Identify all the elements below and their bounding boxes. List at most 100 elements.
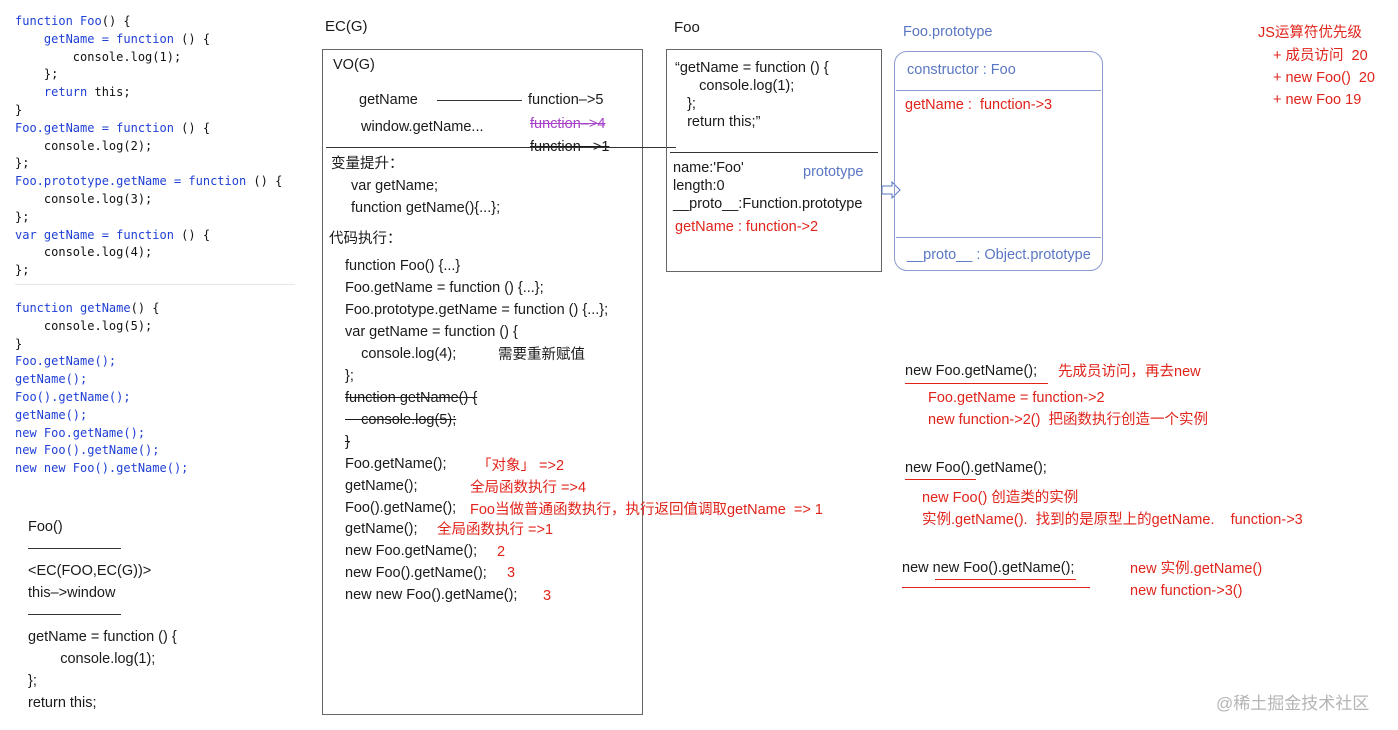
code-line: console.log(1); [15,49,282,67]
code-token: new new [15,461,73,476]
code-line: getName(); [15,371,188,389]
foo-obj-prop-1: length:0 [673,178,725,194]
foo-obj-body-0: “getName = function () { [675,60,829,76]
code-token: () { [130,301,160,315]
code-token: function [15,301,81,315]
code-token: } [15,102,23,117]
ecg-reassign-note: 需要重新赋值 [498,347,585,363]
analysis-2-line-0: new Foo() 创造类的实例 [922,490,1079,506]
code-line: } [15,102,282,120]
code-token: console.log(1); [15,49,182,64]
ecg-call-1: getName(); [345,478,418,494]
code-token: () { [173,120,211,135]
code-line: new new Foo().getName(); [15,460,188,478]
code-line: var getName = function () { [15,227,282,245]
code-divider [15,284,295,285]
code-line: console.log(3); [15,191,282,209]
code-line: return this; [15,84,282,102]
analysis-1-expr: new Foo.getName(); [905,363,1038,379]
code-token: getName(); [15,372,88,387]
ecg-struck-1: console.log(5); [345,412,457,428]
foo-call-body-3: return this; [28,695,97,711]
analysis-1-line-1: new function->2() 把函数执行创造一个实例 [928,412,1208,428]
code-line: new Foo.getName(); [15,425,188,443]
prototype-arrow-icon [871,163,904,204]
code-token: function [116,31,174,46]
code-line: }; [15,209,282,227]
code-line: new Foo().getName(); [15,442,188,460]
ecg-getname-label: getName [359,92,418,108]
foo-obj-body-1: console.log(1); [675,78,795,94]
ecg-struck-2: } [345,434,350,450]
foo-obj-prototype-label: prototype [803,164,864,180]
foo-obj-title: Foo [674,19,700,36]
foo-obj-getname: getName : function->2 [675,219,819,235]
code-token: Foo.prototype.getName = [15,174,189,189]
ecg-call-note-1: 全局函数执行 =>4 [470,480,587,496]
ecg-arrow-line [437,100,522,101]
ecg-call-note-3: 全局函数执行 =>1 [437,522,554,538]
foo-obj-divider [670,152,878,153]
foo-call-ec: <EC(FOO,EC(G))> [28,563,152,579]
analysis-2-line-1: 实例.getName(). 找到的是原型上的getName. function-… [922,512,1303,528]
ecg-call-3: getName(); [345,521,418,537]
ecg-fn5: function–>5 [528,92,604,108]
ecg-call-note-0: 「对象」 =>2 [477,458,565,474]
code-token: getName(); [15,407,88,422]
ecg-exec-2: Foo.prototype.getName = function () {...… [345,302,609,318]
analysis-3-line-1: new function->3() [1130,583,1243,599]
code-token: new [15,443,44,458]
analysis-3-expr: new new Foo().getName(); [902,560,1075,576]
ecg-call-note-6: 3 [543,588,552,604]
foo-obj-prop-2: __proto__:Function.prototype [673,196,863,212]
code-token: var [15,227,44,242]
code-token: return [15,85,95,100]
code-token: function [15,14,81,28]
code-token: ; [123,85,131,100]
precedence-title: JS运算符优先级 [1258,25,1362,41]
code-token: Foo [80,14,102,28]
foo-call-body-1: console.log(1); [28,651,156,667]
code-line: console.log(5); [15,318,188,336]
proto-obj-constructor: constructor : Foo [907,62,1016,78]
code-line: getName = function () { [15,31,282,49]
precedence-item-0: + 成员访问 20 [1273,48,1368,64]
code-line: function Foo() { [15,13,282,31]
code-token: function [116,227,174,242]
ecg-exec-4: console.log(4); [345,346,457,362]
ecg-call-6: new new Foo().getName(); [345,587,518,603]
ecg-call-5: new Foo().getName(); [345,565,487,581]
ecg-exec-5: }; [345,368,354,384]
ecg-vo-divider [326,147,676,148]
code-line: }; [15,155,282,173]
code-token: getName = [15,31,117,46]
code-token: Foo().getName(); [43,443,160,458]
code-token: console.log(4); [15,245,153,260]
code-token: Foo.getName(); [43,425,146,440]
ecg-exec-0: function Foo() {...} [345,258,461,274]
code-line: Foo.getName = function () { [15,120,282,138]
foo-call-rule-2 [28,614,121,615]
ecg-call-0: Foo.getName(); [345,456,447,472]
foo-call-rule-1 [28,548,121,549]
code-token: getName = [43,227,117,242]
code-listing-2: function getName() { console.log(5);}Foo… [15,300,188,478]
code-line: function getName() { [15,300,188,318]
foo-call-title: Foo() [28,519,63,535]
code-token: () { [173,31,211,46]
ecg-call-note-2: Foo当做普通函数执行，执行返回值调取getName => 1 [470,502,823,518]
code-line: console.log(4); [15,244,282,262]
proto-obj-proto: __proto__ : Object.prototype [907,247,1091,263]
analysis-1-underline [905,383,1048,384]
ecg-call-4: new Foo.getName(); [345,543,478,559]
code-token: }; [15,263,30,278]
precedence-item-1: + new Foo() 20 [1273,70,1375,86]
code-token: function [116,120,174,135]
precedence-item-2: + new Foo 19 [1273,92,1362,108]
proto-obj-divider-1 [896,90,1101,91]
foo-call-this: this–>window [28,585,116,601]
proto-obj-title: Foo.prototype [903,24,993,40]
foo-obj-prop-0: name:'Foo' [673,160,744,176]
ecg-exec-title: 代码执行： [329,231,402,247]
code-token: function [188,174,247,189]
